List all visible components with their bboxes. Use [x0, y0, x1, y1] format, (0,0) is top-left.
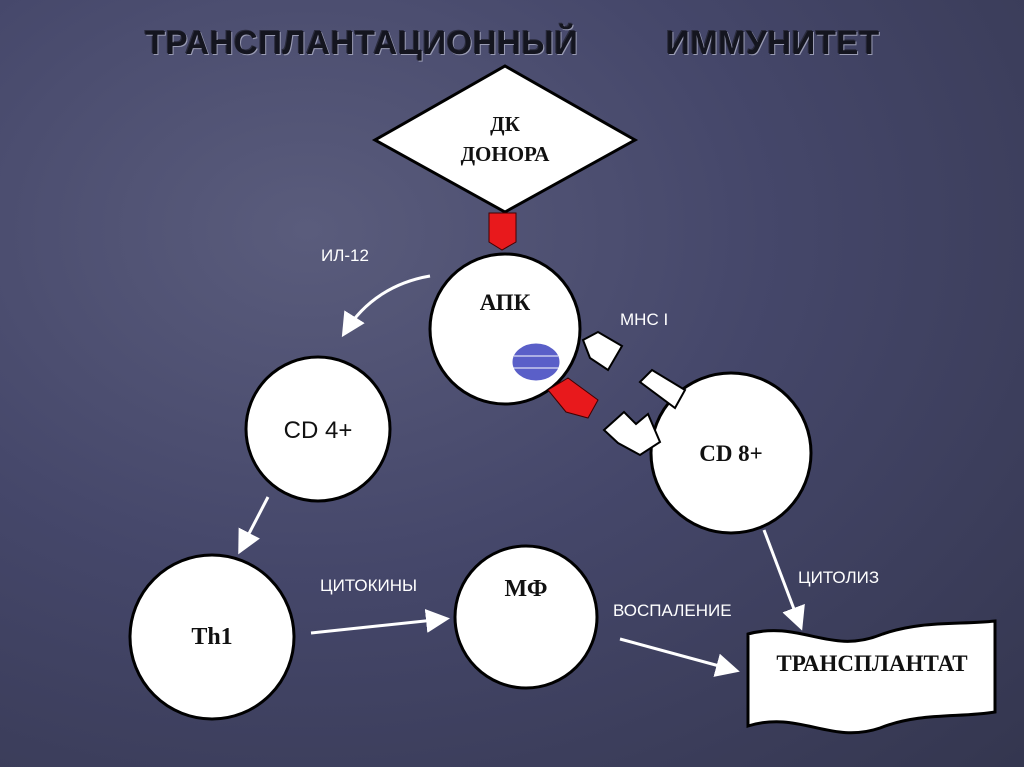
apk-red-receptor [547, 377, 599, 419]
cd4-circle [244, 355, 392, 503]
dk-receptor-shape [488, 212, 517, 251]
arrow-th1-mf [310, 608, 450, 635]
dk-label-line2: ДОНОРА [460, 142, 550, 166]
arrow-cd8-transplant [762, 529, 805, 631]
th1-circle [128, 553, 296, 721]
transplant-banner [746, 619, 997, 735]
transplant-label: ТРАНСПЛАНТАТ [776, 651, 968, 676]
apk-label: АПК [479, 290, 531, 315]
dk-donor-diamond [371, 64, 639, 214]
cd8-receptor-top [638, 368, 687, 410]
mf-label: МФ [504, 576, 548, 602]
mf-circle [453, 544, 599, 690]
title-part2: ИММУНИТЕТ [666, 24, 880, 61]
cd4-label: CD 4+ [283, 417, 353, 444]
cd8-receptor-notch [602, 410, 662, 457]
apk-circle [428, 252, 582, 406]
dk-label-line1: ДК [490, 112, 520, 136]
antigen-blue-shape [511, 342, 561, 382]
arrow-cd4-th1 [238, 496, 270, 555]
cytokines-label: ЦИТОКИНЫ [320, 576, 418, 595]
th1-label: Th1 [191, 624, 233, 650]
title-part1: ТРАНСПЛАНТАЦИОННЫЙ [145, 24, 579, 61]
inflammation-label: ВОСПАЛЕНИЕ [613, 601, 732, 620]
cd8-label: CD 8+ [699, 441, 763, 466]
mhc1-label: MHC I [620, 310, 669, 329]
il12-label: ИЛ-12 [321, 246, 369, 265]
arrow-il12 [341, 274, 431, 338]
cytolysis-label: ЦИТОЛИЗ [798, 568, 880, 587]
arrow-mf-transplant [619, 637, 740, 677]
mhc-receptor-apk [581, 330, 624, 372]
cd8-circle [649, 371, 813, 535]
